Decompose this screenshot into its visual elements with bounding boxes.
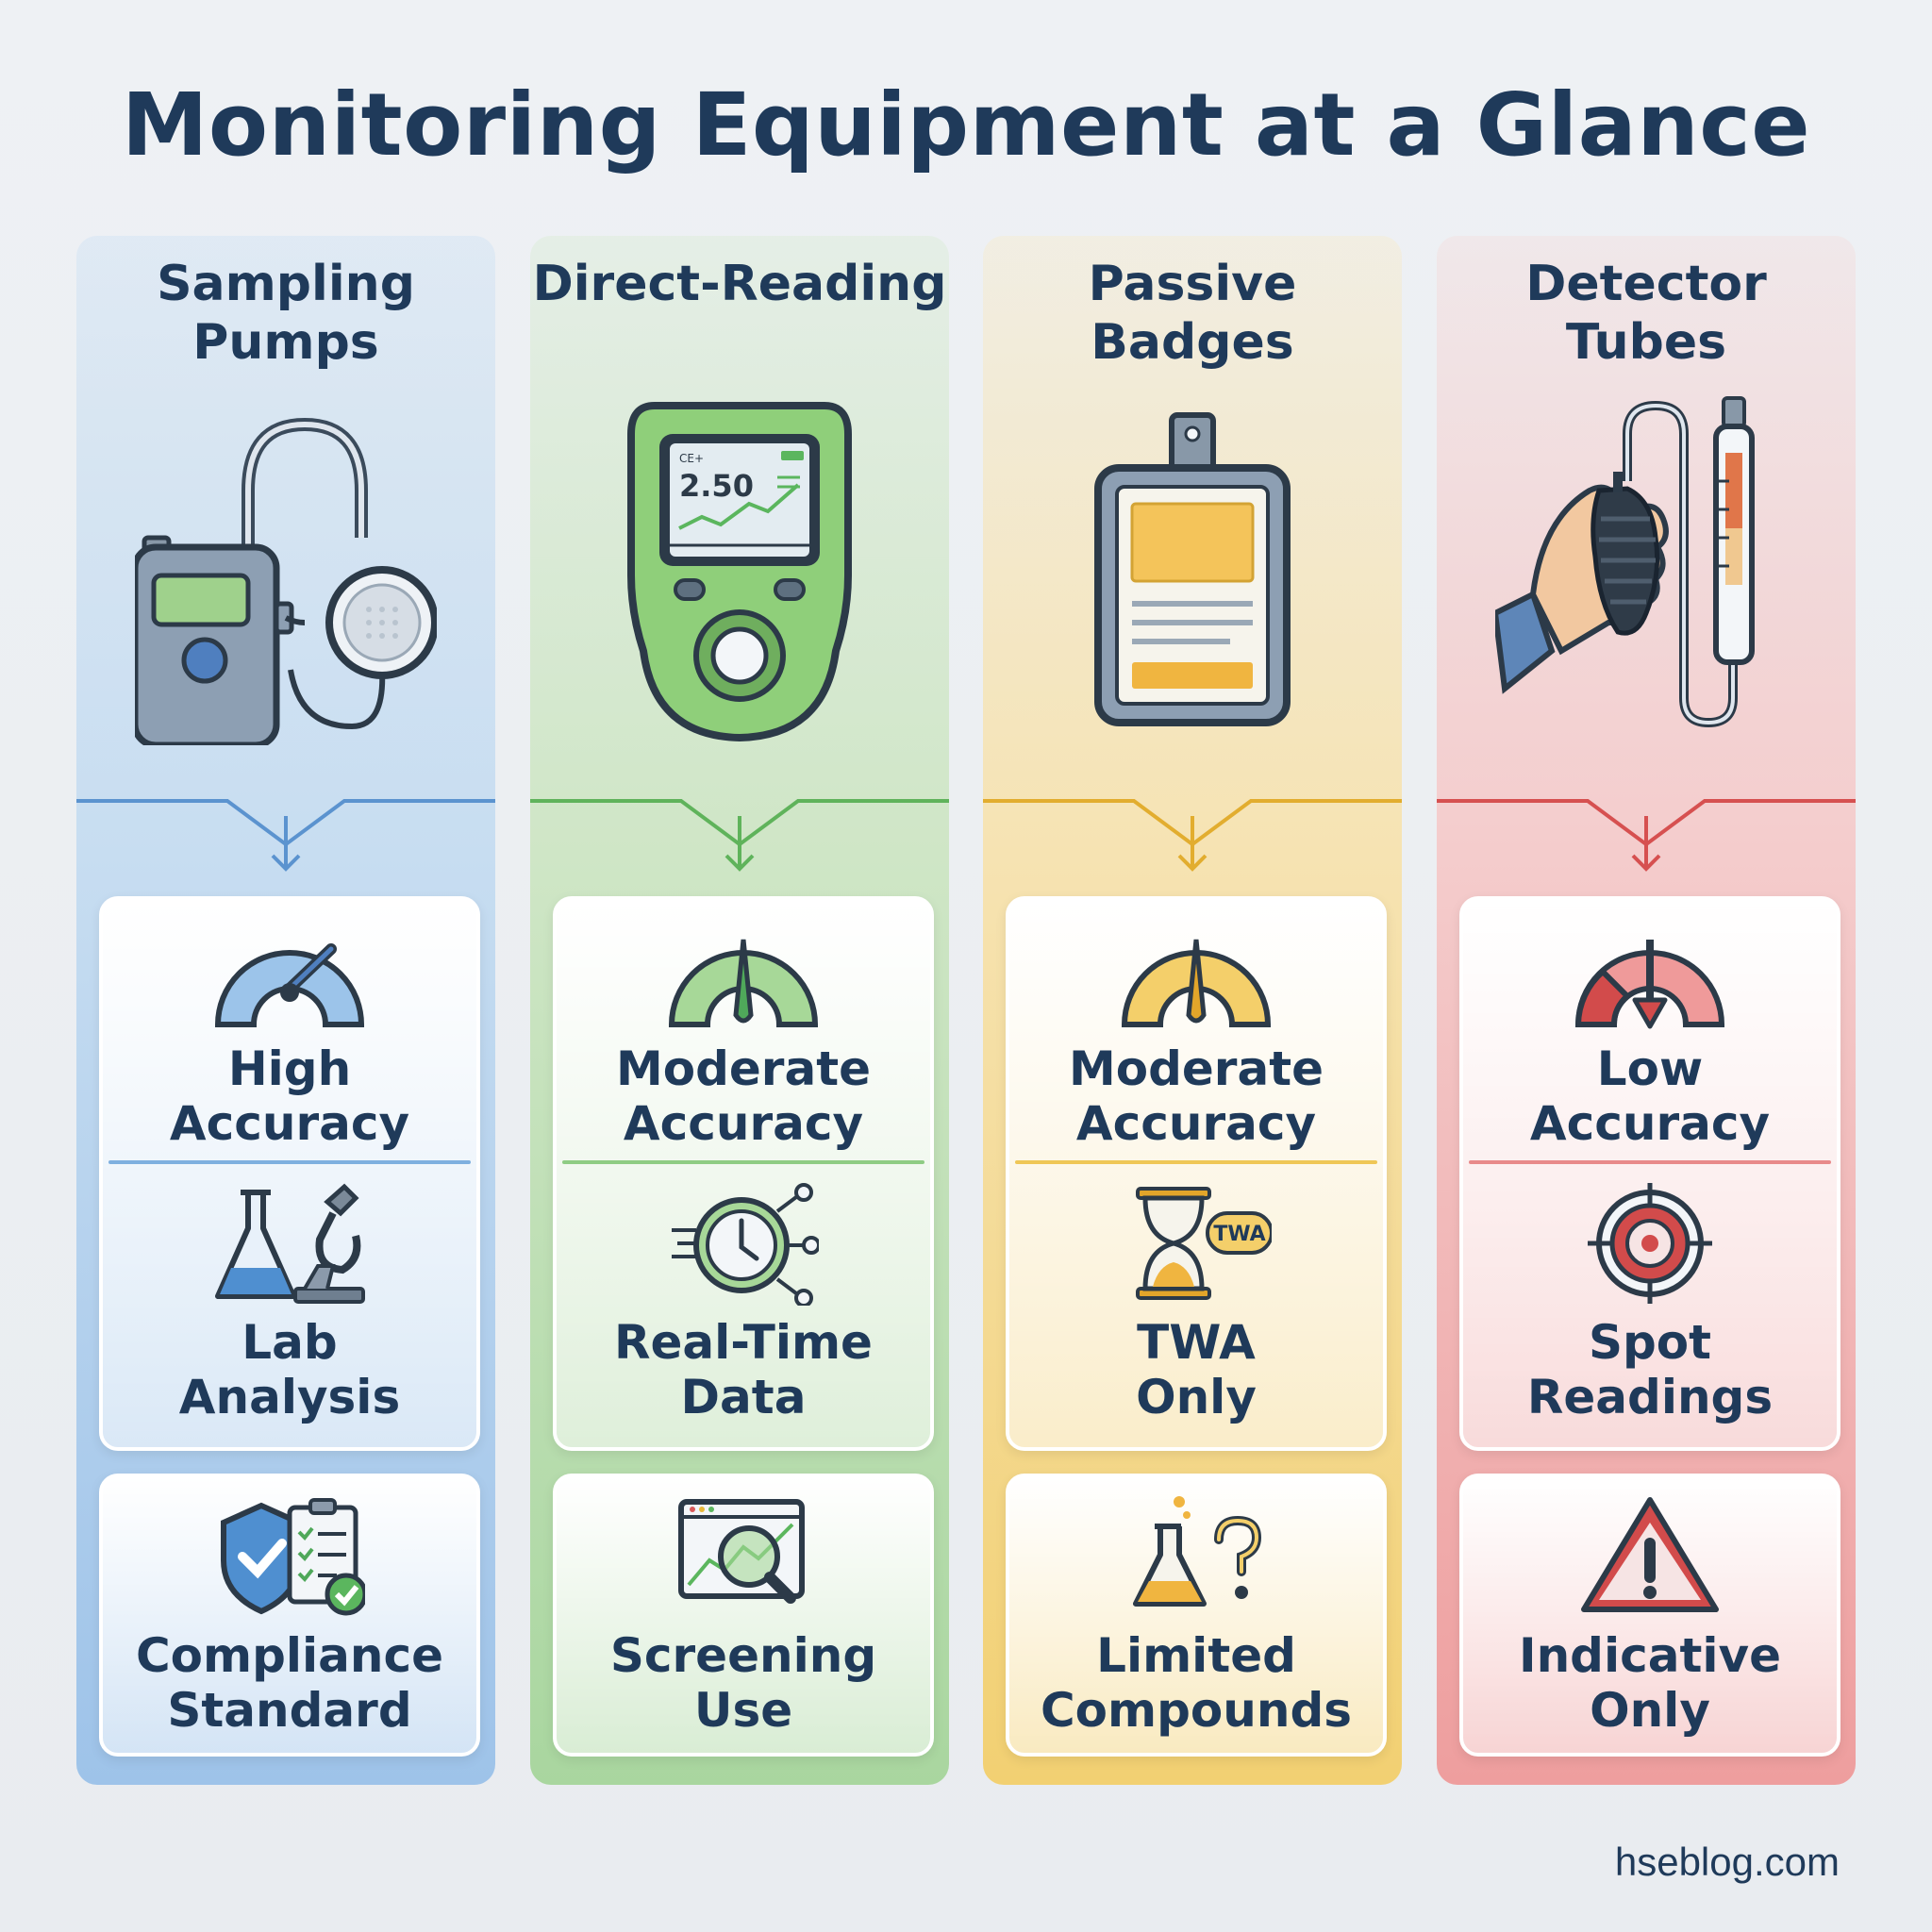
feature-card: Low Accuracy Spot Readings: [1459, 896, 1840, 1451]
gas-meter-icon: CE+ 2.50: [627, 402, 852, 742]
hand-pump-tube-icon: [1495, 396, 1755, 728]
divider: [1469, 1160, 1831, 1164]
divider: [562, 1160, 924, 1164]
divider: [1015, 1160, 1377, 1164]
gauge-low-icon: [1574, 940, 1725, 1029]
flow-arrow: [76, 799, 495, 872]
feature-card: Indicative Only: [1459, 1474, 1840, 1757]
page-title: Monitoring Equipment at a Glance: [121, 75, 1811, 175]
site-credit: hseblog.com: [1614, 1840, 1840, 1884]
column-direct-reading: Direct-Reading CE+ 2.50 Moderate Accurac…: [530, 236, 949, 1785]
feature-card: High Accuracy Lab Analysis: [99, 896, 480, 1451]
badge-icon: [1094, 412, 1291, 726]
feature-card: Moderate Accuracy Real-Time Data: [553, 896, 934, 1451]
hourglass-twa-icon: TWA: [1136, 1187, 1272, 1300]
column-header: Passive Badges: [1088, 256, 1297, 371]
sampling-pump-icon: [135, 417, 437, 745]
screen-magnifier-icon: [678, 1499, 805, 1604]
feature-card: Limited Compounds: [1006, 1474, 1387, 1757]
target-icon: [1588, 1183, 1712, 1304]
lab-flask-microscope-icon: [215, 1183, 365, 1304]
column-detector-tubes: Detector Tubes Low Accuracy: [1437, 236, 1856, 1785]
flow-arrow: [530, 799, 949, 872]
flow-arrow: [1437, 799, 1856, 872]
feature-card: Moderate Accuracy TWA TWA Only: [1006, 896, 1387, 1451]
stopwatch-network-icon: [672, 1183, 819, 1306]
twa-label: TWA: [1213, 1223, 1265, 1246]
device-reading: 2.50: [679, 468, 754, 504]
column-header: Sampling Pumps: [157, 256, 415, 371]
warning-triangle-icon: [1581, 1497, 1719, 1612]
gauge-moderate-icon: [1121, 939, 1272, 1027]
column-header: Direct-Reading: [532, 256, 947, 312]
column-sampling-pumps: Sampling Pumps High Accuracy: [76, 236, 495, 1785]
feature-card: Screening Use: [553, 1474, 934, 1757]
shield-checklist-icon: [221, 1498, 365, 1616]
gauge-moderate-icon: [668, 939, 819, 1027]
device-mark: CE+: [679, 452, 704, 465]
flask-question-icon: [1133, 1496, 1262, 1607]
flow-arrow: [983, 799, 1402, 872]
column-passive-badges: Passive Badges Moderate Accuracy TWA: [983, 236, 1402, 1785]
gauge-high-icon: [214, 943, 365, 1027]
divider: [108, 1160, 471, 1164]
feature-card: Compliance Standard: [99, 1474, 480, 1757]
column-header: Detector Tubes: [1525, 256, 1767, 371]
